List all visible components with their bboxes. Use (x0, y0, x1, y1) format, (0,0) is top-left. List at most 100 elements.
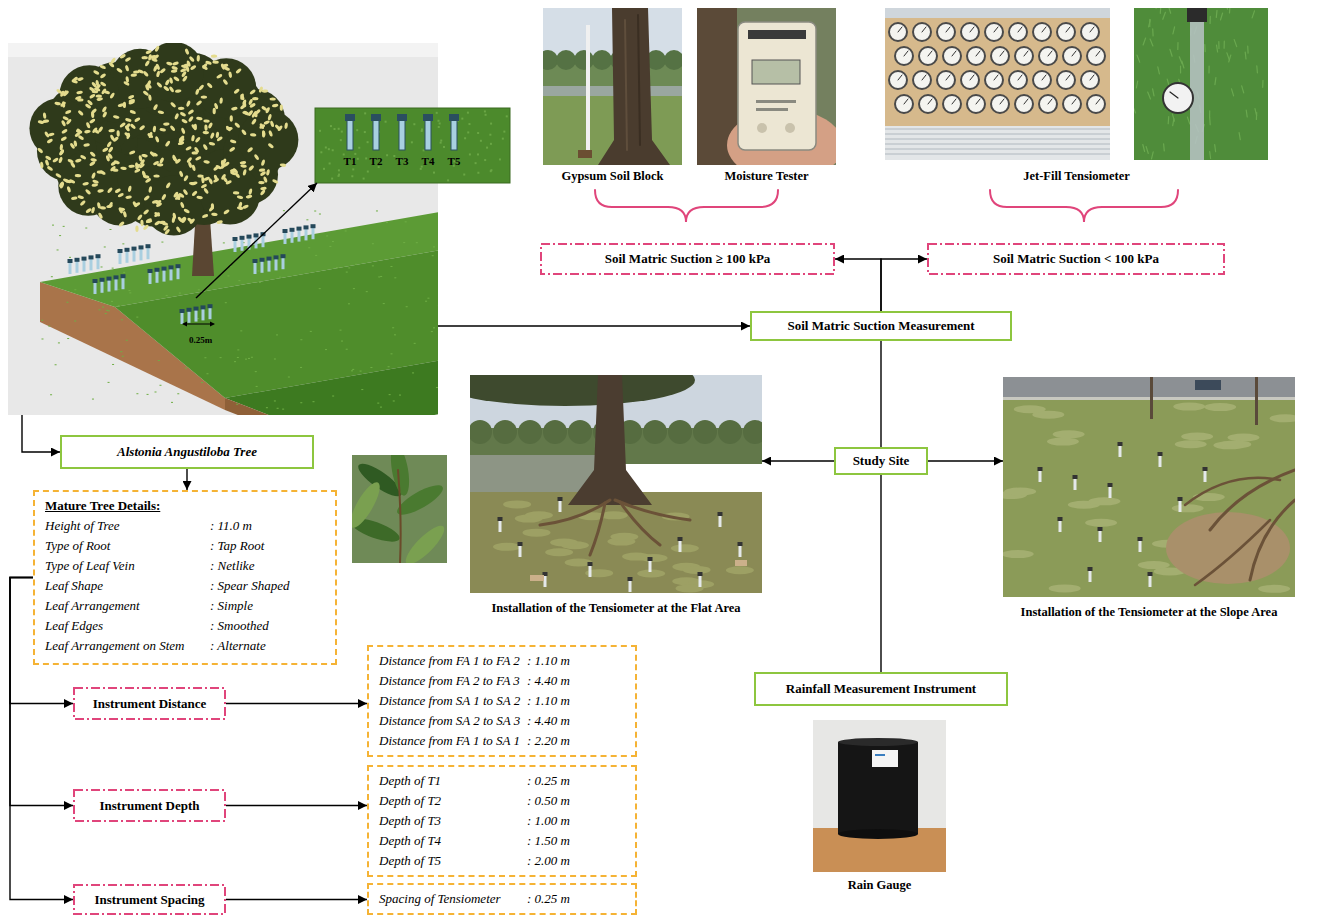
connector-arrow (22, 415, 60, 452)
gauge-cylinder (838, 742, 918, 834)
leaf (129, 150, 136, 155)
leaf (125, 123, 131, 130)
tensiometer-cap (201, 305, 206, 309)
leaf (143, 195, 150, 202)
tensiometer-cap (180, 309, 185, 313)
grass-texture (51, 276, 53, 277)
grass-texture (413, 123, 415, 125)
process-box: Rainfall Measurement Instrument (754, 672, 1008, 706)
leaf (284, 122, 288, 129)
leaf (172, 154, 177, 161)
grass-texture (198, 289, 200, 290)
leaf (187, 217, 194, 224)
tensiometer-tube (519, 545, 522, 557)
leaf (179, 170, 184, 177)
curb (1003, 397, 1295, 400)
grass-texture (171, 402, 173, 403)
grass-blade (1215, 78, 1216, 85)
ground (470, 492, 762, 593)
tensiometer-tube (241, 239, 244, 251)
leaf (60, 101, 67, 108)
gauge-needle (970, 75, 974, 80)
grass-texture (490, 170, 492, 172)
leaf (210, 132, 215, 139)
grass-texture (234, 361, 236, 362)
grass-texture (319, 130, 321, 132)
leaf (235, 68, 242, 75)
leaf (128, 94, 135, 99)
leaf (191, 181, 198, 186)
tensiometer-tube (115, 278, 118, 290)
canopy-blob (29, 98, 89, 158)
leaf (242, 111, 249, 116)
leaf (249, 102, 256, 108)
canopy (470, 375, 695, 406)
grass-texture (484, 110, 486, 112)
grass-texture (120, 351, 122, 352)
leaf (106, 141, 112, 148)
leaf (161, 193, 167, 200)
tensiometer-tube (140, 248, 143, 260)
grass-texture (112, 268, 114, 269)
leaf (178, 107, 184, 110)
slope-illustration: 0.25m (8, 43, 438, 415)
grass-texture (389, 394, 391, 395)
canopy-blob (144, 43, 204, 102)
detail-rows: Height of Tree: 11.0 mType of Root: Tap … (45, 516, 325, 656)
tensiometer-cap (146, 244, 151, 248)
leaf (183, 175, 189, 182)
grass-blade (1158, 67, 1160, 74)
grass-patch (1088, 497, 1120, 505)
grass-texture (179, 293, 181, 294)
tensiometer-cap (628, 577, 633, 581)
tensiometer-cap (311, 224, 316, 228)
grass-texture (467, 112, 469, 114)
gauge-needle (928, 99, 932, 104)
tensiometer-cap (1187, 8, 1207, 22)
grass-texture (380, 276, 382, 277)
grass-texture (128, 290, 130, 291)
tensiometer-cap (89, 255, 94, 259)
gauge-dial (991, 47, 1009, 65)
detail-row: Distance from SA 2 to SA 3 (379, 711, 527, 731)
leaf (100, 73, 107, 79)
leaf (89, 151, 96, 158)
leaf (159, 157, 165, 164)
leaf (211, 54, 217, 57)
leaf (76, 128, 83, 135)
leaf (145, 177, 152, 183)
leaf (247, 146, 254, 153)
leaf (65, 118, 72, 125)
leaf (178, 135, 185, 142)
canopy-blob (238, 110, 298, 170)
detail-row: Depth of T4 (379, 831, 527, 851)
gauge-needle (1018, 27, 1022, 32)
leaf (128, 185, 132, 192)
grass-texture (490, 169, 492, 171)
leaf (260, 189, 266, 196)
leaf (154, 212, 161, 218)
detail-box: Distance from FA 1 to FA 2: 1.10 mDistan… (367, 645, 637, 757)
leaf (133, 70, 140, 74)
tensiometer-tube (1204, 470, 1207, 482)
grass-texture (440, 140, 442, 142)
photo-panel: Rain Gauge (813, 720, 946, 894)
leaf (119, 122, 126, 128)
grass-texture (334, 128, 336, 130)
leaf (128, 164, 135, 168)
gauge-needle (1048, 51, 1052, 56)
leaf (117, 103, 124, 108)
tensiometer-cap (96, 254, 101, 258)
leaf (186, 100, 191, 107)
tester-screen (752, 60, 800, 84)
leaf (206, 82, 213, 89)
tensiometer-cap (371, 114, 381, 121)
grass-texture (336, 267, 338, 268)
dash-dot-border (541, 244, 834, 274)
grass-texture (503, 131, 505, 133)
stem (398, 470, 401, 563)
box-label: Soil Matric Suction ≥ 100 kPa (605, 251, 771, 267)
leaf (262, 130, 266, 137)
tensiometer-tube (101, 281, 104, 293)
